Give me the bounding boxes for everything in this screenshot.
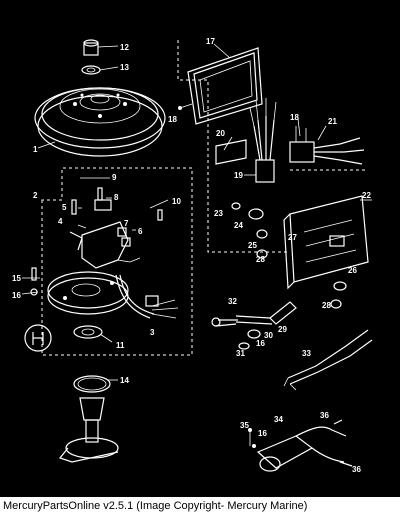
callout-36b: 36 [352, 465, 361, 474]
flywheel-part[interactable] [34, 87, 166, 157]
callout-27: 27 [288, 233, 297, 242]
callout-35: 35 [240, 421, 249, 430]
callout-15: 15 [12, 274, 21, 283]
callout-23: 23 [214, 209, 223, 218]
callout-1: 1 [33, 145, 38, 154]
callout-19: 19 [234, 171, 243, 180]
coil-assembly-part[interactable] [248, 419, 353, 472]
flywheel-washer-part[interactable] [81, 65, 101, 75]
switch-box-part[interactable] [283, 195, 369, 290]
rectifier-part[interactable] [289, 126, 365, 165]
callout-6: 6 [138, 227, 143, 236]
callout-16b: 16 [256, 339, 265, 348]
callout-4: 4 [58, 217, 63, 226]
callout-16c: 16 [258, 429, 267, 438]
distributor-shaft-part[interactable] [58, 397, 119, 463]
callout-25: 25 [248, 241, 257, 250]
stator-plate-part[interactable] [47, 271, 129, 315]
callout-30: 30 [264, 331, 273, 340]
callout-labels: 1 2 3 4 5 6 7 8 9 10 11 12 13 14 15 16 1… [12, 37, 371, 474]
callout-29: 29 [278, 325, 287, 334]
callout-33: 33 [302, 349, 311, 358]
callout-5: 5 [62, 203, 67, 212]
callout-3: 3 [150, 328, 155, 337]
copyright-caption: MercuryPartsOnline v2.5.1 (Image Copyrig… [0, 497, 400, 515]
stator-assembly-box [41, 167, 193, 356]
callout-18b: 18 [290, 113, 299, 122]
callout-31: 31 [236, 349, 245, 358]
callout-14: 14 [120, 376, 129, 385]
callout-9: 9 [112, 173, 117, 182]
o-ring-part[interactable] [73, 375, 111, 393]
callout-12: 12 [120, 43, 129, 52]
suppressor-part[interactable] [235, 301, 297, 350]
callout-2: 2 [33, 191, 38, 200]
callout-7: 7 [124, 219, 129, 228]
callout-11: 11 [116, 341, 125, 350]
screw-part[interactable] [30, 187, 163, 296]
callout-13: 13 [120, 63, 129, 72]
callout-36: 36 [320, 411, 329, 420]
ignition-coil-part[interactable] [249, 98, 277, 183]
trigger-part[interactable] [69, 199, 141, 269]
callout-17: 17 [206, 37, 215, 46]
exploded-parts-diagram: 1 2 3 4 5 6 7 8 9 10 11 12 13 14 15 16 1… [12, 37, 373, 474]
harness-lead-part[interactable] [283, 329, 373, 391]
callout-21: 21 [328, 117, 337, 126]
harness-part[interactable] [115, 274, 179, 319]
insulator-pad-part[interactable] [215, 139, 247, 165]
callout-26: 26 [348, 266, 357, 275]
callout-28b: 28 [322, 301, 331, 310]
callout-8: 8 [114, 193, 119, 202]
callout-28: 28 [256, 255, 265, 264]
ignition-assembly-box [177, 40, 366, 253]
callout-16: 16 [12, 291, 21, 300]
cover-part[interactable] [178, 47, 263, 125]
seal-part[interactable] [73, 325, 103, 339]
callout-24: 24 [234, 221, 243, 230]
coupler-part[interactable] [24, 324, 52, 352]
callout-20: 20 [216, 129, 225, 138]
flywheel-nut-part[interactable] [83, 39, 99, 56]
callout-22: 22 [362, 191, 371, 200]
bushing-part[interactable] [231, 202, 347, 309]
callout-10: 10 [172, 197, 181, 206]
sensor-lead-part[interactable] [211, 317, 238, 327]
callout-32: 32 [228, 297, 237, 306]
callout-34: 34 [274, 415, 283, 424]
callout-18: 18 [168, 115, 177, 124]
